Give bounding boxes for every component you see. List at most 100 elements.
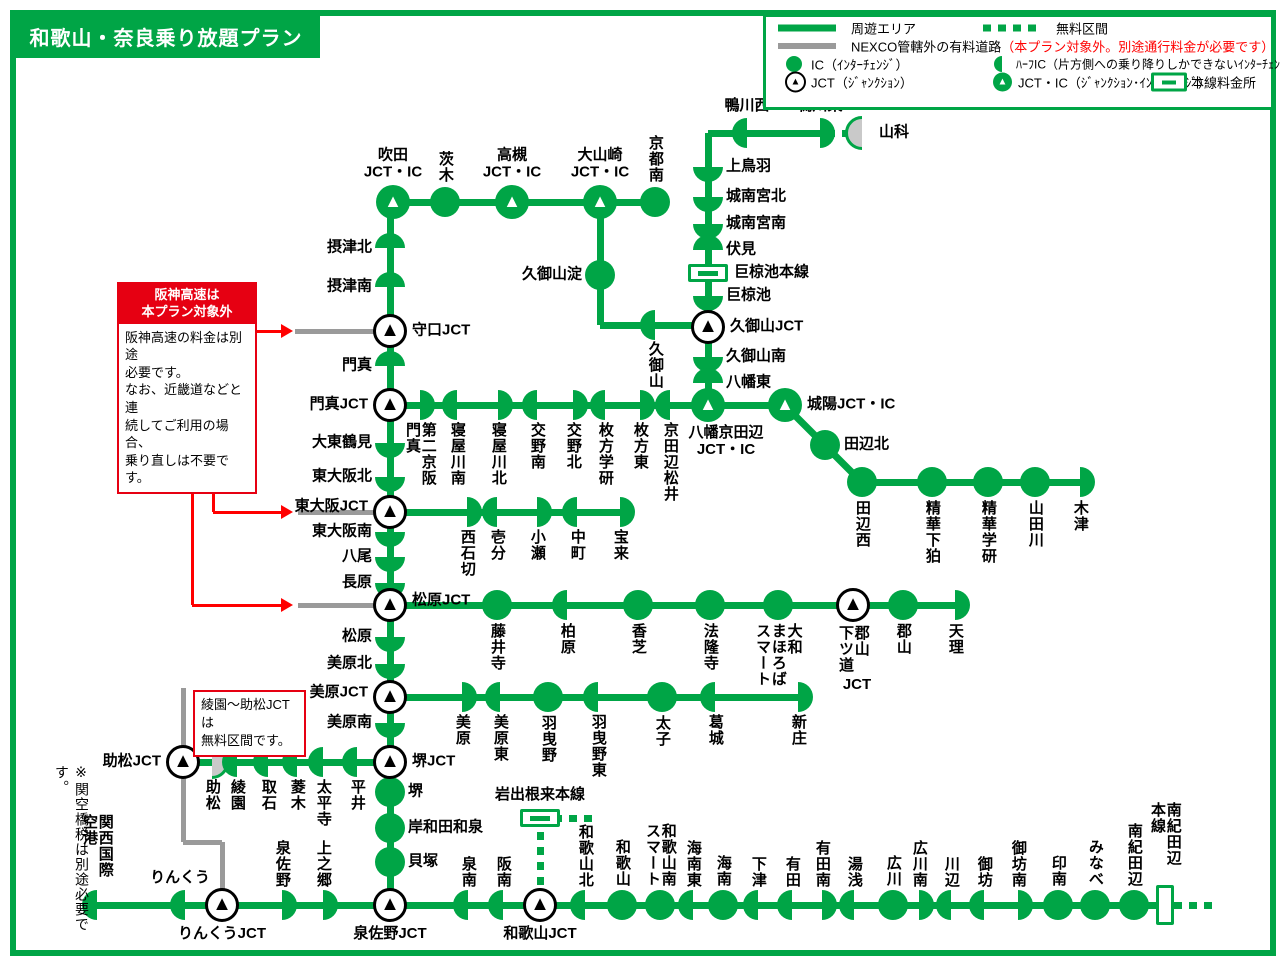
station-label: 壱分 xyxy=(488,529,506,561)
free-section-note-box: 綾園〜助松JCTは 無料区間です。 xyxy=(193,690,306,757)
hanshin-note-title: 阪神高速は 本プラン対象外 xyxy=(119,284,255,324)
station-label: 城南宮北 xyxy=(726,187,787,205)
station-壱分 xyxy=(482,497,497,527)
station-岩出根来本線 xyxy=(520,809,560,827)
station-label: 堺JCT xyxy=(412,752,456,770)
station-美原北 xyxy=(375,664,405,679)
station-岸和田和泉 xyxy=(375,813,405,843)
hanshin-note-body: 阪神高速の料金は別途 必要です。 なお、近畿道などと連 続してご利用の場合、 乗… xyxy=(125,329,243,486)
station-label: 巨椋池本線 xyxy=(734,263,810,281)
station-label: 中町 xyxy=(568,529,586,561)
station-label: 久御山南 xyxy=(726,347,787,365)
station-label: 伏見 xyxy=(726,240,757,258)
station-郡山下ツ道JCT: ▲ xyxy=(836,588,870,622)
station-label: 和歌山南 スマート xyxy=(644,823,677,887)
station-label: 東大阪北 xyxy=(311,467,372,485)
station-門真JCT: ▲ xyxy=(373,388,407,422)
station-中町 xyxy=(562,497,577,527)
station-label: 枚方東 xyxy=(631,422,649,470)
station-大和まほろばスマート xyxy=(763,590,793,620)
station-精華下狛 xyxy=(917,467,947,497)
station-大東鶴見 xyxy=(375,443,405,458)
station-有田南 xyxy=(822,890,837,920)
hanshin-note-box: 阪神高速は 本プラン対象外 阪神高速の料金は別途 必要です。 なお、近畿道などと… xyxy=(117,282,257,494)
station-label: 久御山JCT xyxy=(730,317,804,335)
station-泉佐野 xyxy=(282,890,297,920)
station-label: 貝塚 xyxy=(408,852,439,870)
station-和歌山JCT: ▲ xyxy=(523,888,557,922)
station-美原JCT: ▲ xyxy=(373,680,407,714)
station-関西国際空港 xyxy=(82,890,97,920)
station-東大阪北 xyxy=(375,477,405,492)
station-枚方東 xyxy=(640,390,655,420)
station-交野南 xyxy=(522,390,537,420)
ic-icon xyxy=(786,56,802,72)
station-label: 岸和田和泉 xyxy=(408,818,484,836)
station-label: 海南 xyxy=(714,855,732,887)
kanku-bridge-tax-note: ※関空橋税は別途必要です。 xyxy=(54,765,90,932)
station-label: 関西国際空港 xyxy=(81,814,114,878)
station-label: 高槻 JCT・IC xyxy=(482,146,542,181)
legend-box: 周遊エリア 無料区間 NEXCO管轄外の有料道路（本プラン対象外。別途通行料金が… xyxy=(763,14,1280,110)
legend-gray-road-text: NEXCO管轄外の有料道路 xyxy=(851,39,1002,55)
station-label: 美原JCT xyxy=(309,683,368,701)
station-label: りんくう xyxy=(150,869,210,887)
station-label: 門真 xyxy=(341,356,372,374)
station-巨椋池 xyxy=(693,296,723,311)
station-美原東 xyxy=(485,682,500,712)
legend-half-ic-label: ﾊｰﾌIC（片方側への乗り降りしかできないｲﾝﾀｰﾁｪﾝｼﾞ） xyxy=(1016,57,1280,72)
station-label: 京都南 xyxy=(646,135,664,183)
station-美原 xyxy=(462,682,477,712)
station-城南宮南 xyxy=(693,224,723,239)
station-巨椋池本線 xyxy=(688,264,728,282)
station-枚方学研 xyxy=(590,390,605,420)
legend-jct-label: JCT（ｼﾞｬﾝｸｼｮﾝ） xyxy=(811,75,913,91)
station-太平寺 xyxy=(308,747,323,777)
station-精華学研 xyxy=(973,467,1003,497)
station-山田川 xyxy=(1020,467,1050,497)
station-貝塚 xyxy=(375,847,405,877)
station-label: 八幡東 xyxy=(726,373,772,391)
station-label: 美原南 xyxy=(326,713,372,731)
station-label: 香芝 xyxy=(629,623,647,655)
station-label: 吹田 JCT・IC xyxy=(363,146,423,181)
station-久御山淀 xyxy=(585,260,615,290)
station-海南東 xyxy=(678,890,693,920)
station-太子 xyxy=(647,682,677,712)
station-label: 和歌山北 xyxy=(576,824,594,888)
station-label: 助松JCT xyxy=(102,752,161,770)
road-segment xyxy=(827,129,858,137)
road-segment xyxy=(390,601,955,609)
station-label: 葛城 xyxy=(706,714,724,746)
red-arrow-icon xyxy=(281,598,293,612)
station-法隆寺 xyxy=(695,590,725,620)
station-高槻JCT・IC: ▲ xyxy=(495,185,529,219)
station-label: 八幡京田辺 JCT・IC xyxy=(688,424,764,458)
station-label: 東大阪JCT xyxy=(294,497,368,515)
station-label: 郡山 下ツ道 xyxy=(837,625,870,673)
station-label: 菱木 xyxy=(288,779,306,811)
station-東大阪JCT: ▲ xyxy=(373,495,407,529)
station-阪南 xyxy=(488,890,503,920)
station-天理 xyxy=(955,590,970,620)
station-香芝 xyxy=(623,590,653,620)
station-label: りんくうJCT xyxy=(177,925,267,942)
legend-free-line-swatch xyxy=(983,24,1041,32)
station-松原JCT: ▲ xyxy=(373,588,407,622)
jct-icon: ▲ xyxy=(785,71,806,93)
station-八尾 xyxy=(375,557,405,572)
road-segment xyxy=(298,602,390,608)
road-segment xyxy=(1174,901,1218,909)
station-城陽JCT・IC: ▲ xyxy=(768,388,802,422)
station-label: 松原JCT xyxy=(412,591,471,609)
station-label: 有田 xyxy=(783,856,801,888)
station-大山崎JCT・IC: ▲ xyxy=(583,185,617,219)
station-label: JCT xyxy=(842,676,872,693)
station-label: 和歌山 xyxy=(613,839,631,887)
station-label: 天理 xyxy=(946,623,964,655)
station-りんくうJCT: ▲ xyxy=(205,888,239,922)
station-label: 鴨川西 xyxy=(724,97,770,115)
station-label: 藤井寺 xyxy=(488,623,506,671)
jct-ic-icon: ▲ xyxy=(993,72,1012,92)
road-segment xyxy=(253,329,281,333)
